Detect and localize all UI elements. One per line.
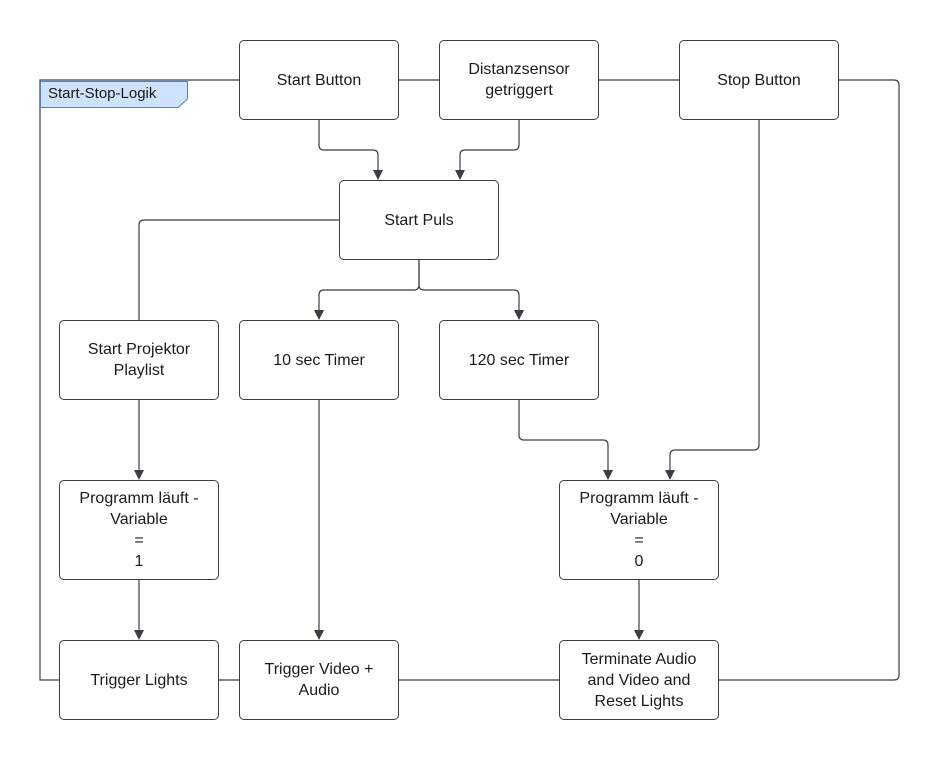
- arrow-start-to-puls: [318, 120, 383, 180]
- node-120-sec-timer[interactable]: 120 sec Timer: [439, 320, 599, 400]
- node-stop-button[interactable]: Stop Button: [679, 40, 839, 120]
- node-label: Terminate Audio and Video and Reset Ligh…: [581, 650, 697, 710]
- node-label: Programm läuft - Variable = 0: [579, 490, 699, 570]
- node-label: Start Projektor Playlist: [87, 341, 191, 379]
- node-label: 10 sec Timer: [273, 351, 365, 369]
- frame-label: Start-Stop-Logik: [48, 85, 157, 102]
- arrow-stop-to-var0: [665, 120, 760, 480]
- node-trigger-video-audio[interactable]: Trigger Video + Audio: [239, 640, 399, 720]
- node-label: 120 sec Timer: [468, 351, 570, 369]
- node-label: Stop Button: [717, 71, 801, 89]
- node-10-sec-timer[interactable]: 10 sec Timer: [239, 320, 399, 400]
- node-label: Start Puls: [384, 211, 454, 229]
- arrow-timer120-to-var0: [518, 400, 613, 480]
- node-start-projektor-playlist[interactable]: Start Projektor Playlist: [59, 320, 219, 400]
- node-trigger-lights[interactable]: Trigger Lights: [59, 640, 219, 720]
- frame-outline-right: [719, 79, 900, 681]
- node-variable-1[interactable]: Programm läuft - Variable = 1: [59, 480, 219, 580]
- node-label: Trigger Lights: [90, 671, 188, 689]
- node-label: Distanzsensor getriggert: [468, 61, 570, 99]
- frame-tab-shape: [40, 81, 188, 108]
- node-variable-0[interactable]: Programm läuft - Variable = 0: [559, 480, 719, 580]
- node-start-puls[interactable]: Start Puls: [339, 180, 499, 260]
- frame-label-tab: Start-Stop-Logik: [40, 81, 188, 108]
- node-start-button[interactable]: Start Button: [239, 40, 399, 120]
- arrow-puls-to-timer10: [314, 260, 420, 320]
- node-label: Start Button: [276, 71, 362, 89]
- arrow-puls-to-timer120: [418, 260, 524, 320]
- node-terminate-reset[interactable]: Terminate Audio and Video and Reset Ligh…: [559, 640, 719, 720]
- arrow-distanz-to-puls: [455, 120, 520, 180]
- frame-outline: [39, 79, 239, 681]
- link-puls-to-projektor: [138, 219, 339, 320]
- node-distanzsensor[interactable]: Distanzsensor getriggert: [439, 40, 599, 120]
- node-label: Trigger Video + Audio: [264, 661, 374, 699]
- node-label: Programm läuft - Variable = 1: [79, 490, 199, 570]
